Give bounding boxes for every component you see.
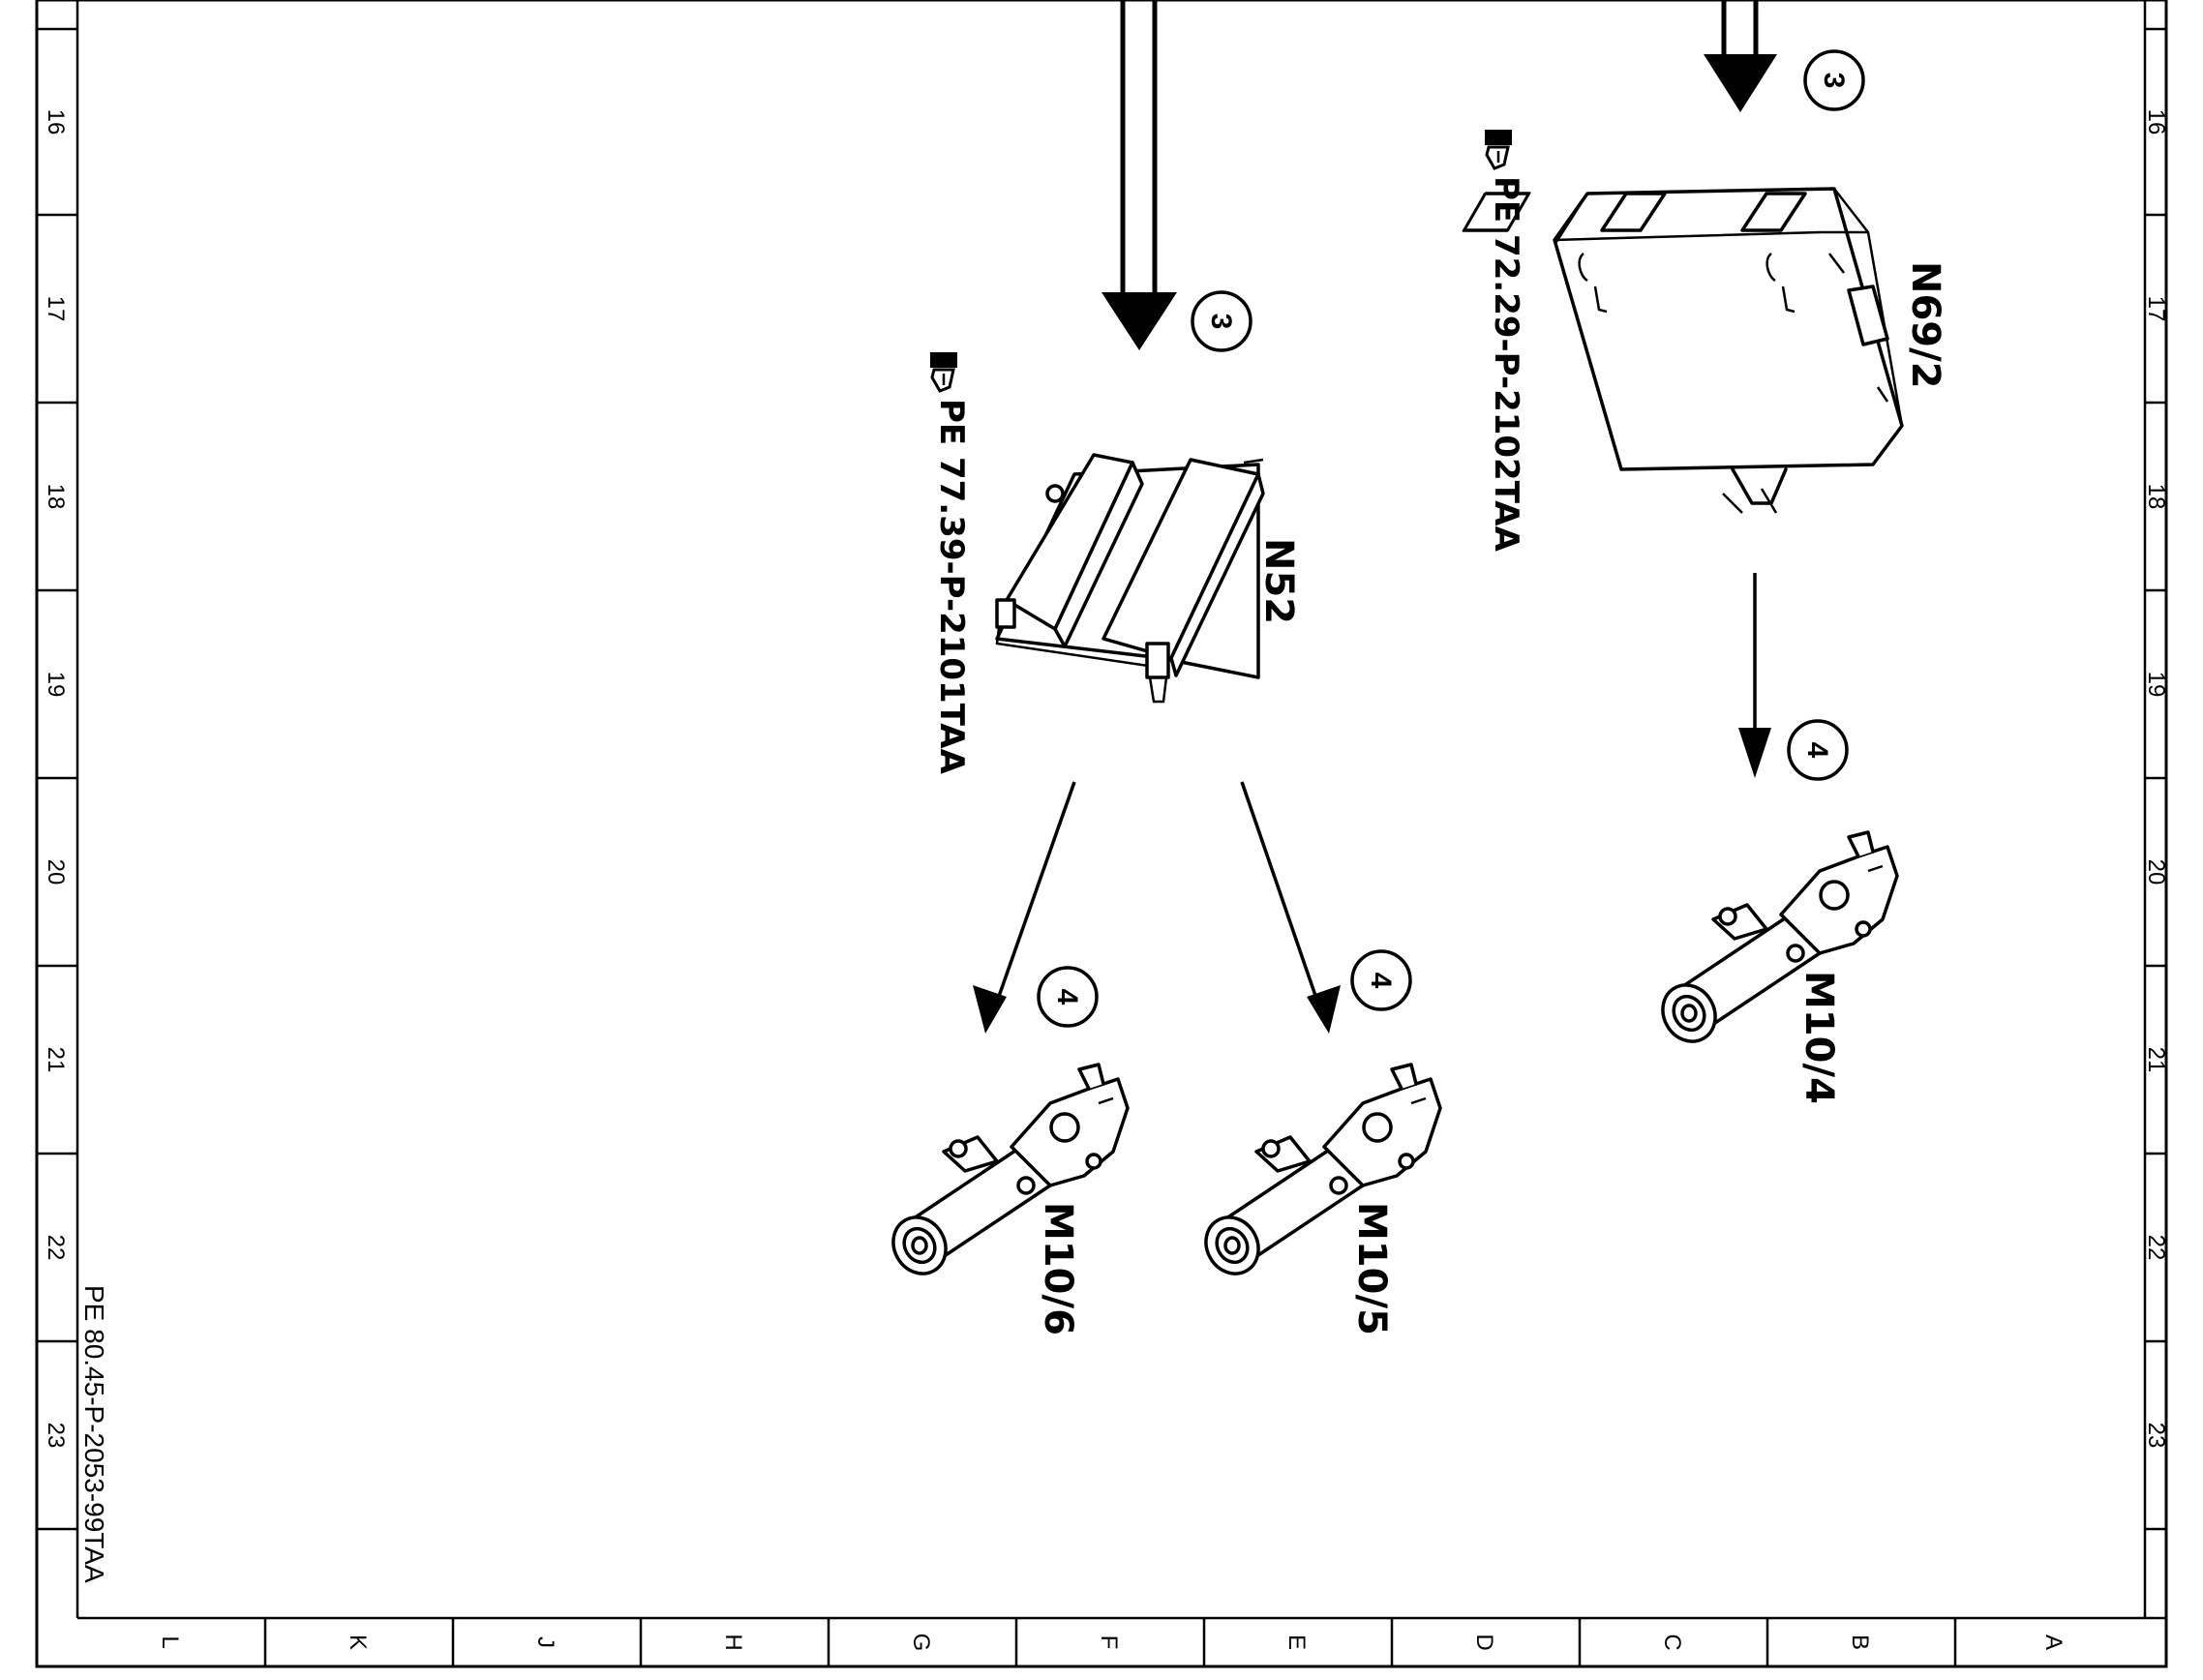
- column-letter: L: [157, 1635, 183, 1648]
- row-number: 21: [2143, 1047, 2169, 1073]
- row-number: 18: [2143, 484, 2169, 510]
- n52-module-drawing: [995, 453, 1265, 704]
- m10-4-motor-drawing: [1650, 830, 1899, 1053]
- n69-2-bus-arrow: [1704, 0, 1777, 112]
- n52-label: N52: [1256, 538, 1301, 624]
- row-number: 20: [2143, 859, 2169, 885]
- arrow-n52-to-m10-6: [988, 781, 1076, 1022]
- m10-5-label: M10/5: [1349, 1202, 1394, 1335]
- row-number: 23: [2143, 1423, 2169, 1449]
- circled-number-text: 3: [1818, 73, 1850, 89]
- n69-2-label: N69/2: [1903, 261, 1947, 389]
- document-id: PE 80.45-P-2053-99TAA: [79, 1285, 109, 1583]
- n52-circled-number: 3: [1191, 290, 1252, 352]
- drawing-border: [35, 0, 2168, 1668]
- row-number: 18: [43, 484, 69, 510]
- n69-2-circled-number: 3: [1803, 49, 1865, 111]
- m10-6-label: M10/6: [1036, 1202, 1080, 1335]
- arrowhead: [1307, 985, 1341, 1034]
- column-letter: K: [345, 1635, 371, 1650]
- row-number: 16: [43, 109, 69, 135]
- circled-number-text: 4: [1051, 989, 1083, 1005]
- column-letter: C: [1659, 1634, 1685, 1650]
- row-ticks: [37, 27, 2166, 1531]
- connector-arrows: [973, 573, 1771, 1034]
- column-letter: G: [908, 1634, 934, 1652]
- circled-number-text: 4: [1801, 742, 1833, 759]
- m10-4-label: M10/4: [1796, 971, 1841, 1104]
- n52-bus-arrow: [1102, 0, 1177, 350]
- n52-reference: PE 77.39-P-2101TAA: [932, 399, 971, 775]
- m10-6-circled-number: 4: [1037, 966, 1099, 1028]
- row-number: 22: [2143, 1235, 2169, 1261]
- arrowhead: [973, 985, 1007, 1034]
- arrow-n52-to-m10-5: [1240, 781, 1326, 1022]
- circled-number-text: 3: [1205, 314, 1237, 330]
- row-number: 17: [43, 296, 69, 322]
- row-number: 21: [43, 1047, 69, 1073]
- column-letter: F: [1096, 1635, 1122, 1650]
- row-number: 16: [2143, 109, 2169, 135]
- column-letter: E: [1283, 1635, 1310, 1650]
- row-numbers-right: 16 17 18 19 20 21 22 23: [2143, 109, 2169, 1449]
- row-number: 22: [43, 1235, 69, 1261]
- row-number: 23: [43, 1423, 69, 1449]
- column-letter: A: [2040, 1635, 2067, 1650]
- column-letter: H: [720, 1634, 746, 1650]
- column-ticks: [263, 1618, 1957, 1666]
- row-number: 17: [2143, 296, 2169, 322]
- m10-6-motor-drawing: [881, 1063, 1130, 1285]
- m10-4-circled-number: 4: [1787, 719, 1849, 781]
- column-letter: B: [1847, 1635, 1873, 1650]
- reference-marker-icon: [930, 352, 957, 393]
- n69-2-reference: PE 72.29-P-2102TAA: [1487, 176, 1525, 553]
- row-number: 20: [43, 859, 69, 885]
- row-number: 19: [43, 672, 69, 698]
- circled-number-text: 4: [1365, 973, 1397, 989]
- column-letter: D: [1471, 1634, 1497, 1650]
- m10-5-circled-number: 4: [1350, 949, 1412, 1011]
- column-letters: L K J H G F E D C B A: [157, 1634, 2067, 1652]
- n69-2-module-drawing: [1462, 187, 1904, 514]
- arrowhead: [1738, 728, 1771, 778]
- row-numbers-left: 16 17 18 19 20 21 22 23: [43, 109, 69, 1449]
- m10-5-motor-drawing: [1193, 1063, 1442, 1285]
- row-number: 19: [2143, 672, 2169, 698]
- column-letter: J: [532, 1636, 558, 1648]
- reference-marker-icon: [1485, 130, 1512, 170]
